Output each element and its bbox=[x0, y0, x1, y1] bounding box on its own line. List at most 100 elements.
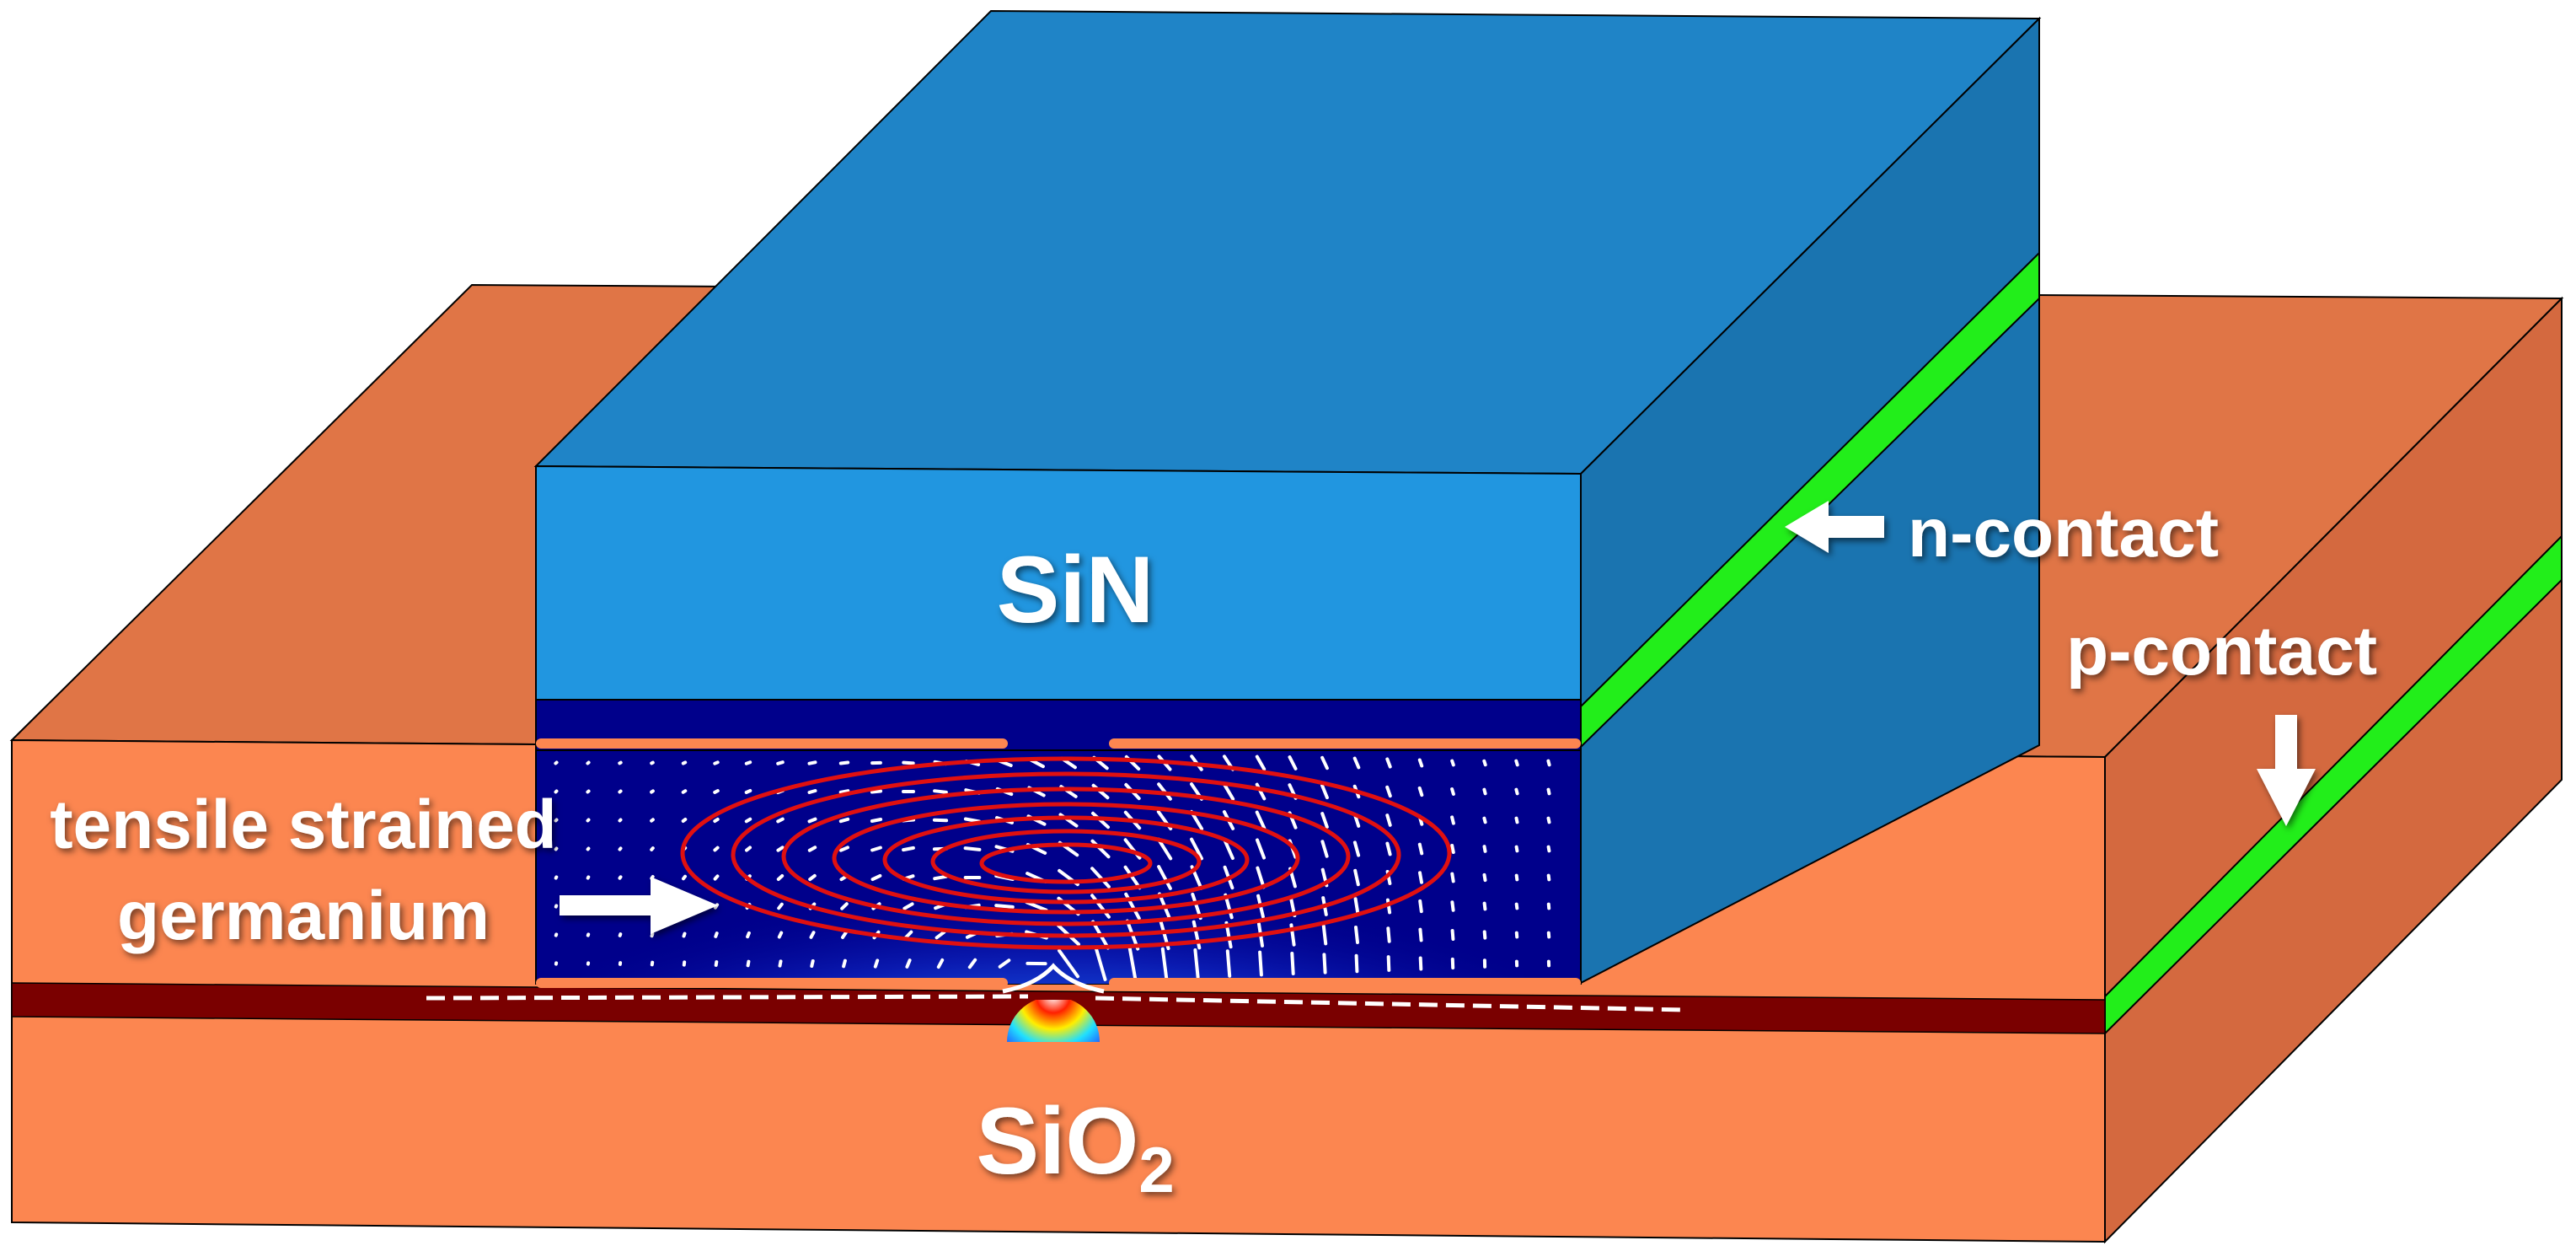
field-vector bbox=[1320, 783, 1329, 800]
field-vector bbox=[554, 818, 559, 823]
field-vector bbox=[902, 902, 914, 910]
field-vector bbox=[650, 932, 655, 938]
field-vector bbox=[1157, 865, 1172, 890]
field-vector bbox=[873, 958, 880, 969]
field-vector bbox=[1025, 900, 1048, 912]
field-vector bbox=[650, 789, 655, 794]
field-vector bbox=[842, 958, 847, 969]
field-vector bbox=[1482, 787, 1487, 796]
field-vector bbox=[714, 932, 719, 938]
field-vector bbox=[618, 760, 623, 765]
field-vector bbox=[586, 760, 591, 765]
field-vector bbox=[713, 846, 720, 852]
field-vector bbox=[1386, 926, 1391, 943]
field-vector bbox=[933, 874, 948, 881]
field-vector bbox=[1546, 787, 1551, 796]
field-vector bbox=[902, 846, 915, 852]
field-vector bbox=[838, 789, 850, 794]
field-vector bbox=[777, 902, 784, 910]
field-vector bbox=[744, 760, 752, 765]
germanium-label-line1: tensile strained bbox=[50, 787, 557, 863]
field-vector bbox=[840, 902, 849, 910]
n-contact-label: n-contact bbox=[1908, 495, 2219, 572]
field-vector bbox=[1482, 930, 1487, 940]
field-vector bbox=[807, 789, 817, 794]
field-vector bbox=[682, 874, 687, 881]
field-vector bbox=[1546, 759, 1551, 767]
field-vector bbox=[1352, 756, 1361, 770]
germanium-label-line2: germanium bbox=[117, 878, 490, 954]
field-vector bbox=[776, 874, 785, 881]
field-vector bbox=[681, 789, 688, 794]
field-vector bbox=[682, 932, 687, 938]
field-vector bbox=[1354, 953, 1359, 974]
field-vector bbox=[870, 818, 883, 823]
field-vector bbox=[1223, 837, 1234, 861]
field-vector bbox=[1094, 946, 1107, 981]
field-vector bbox=[746, 959, 751, 968]
field-vector bbox=[1546, 845, 1551, 853]
field-vector bbox=[963, 846, 982, 851]
field-vector bbox=[1258, 950, 1263, 977]
field-vector bbox=[810, 959, 815, 968]
field-vector bbox=[1450, 872, 1455, 883]
field-vector bbox=[713, 874, 720, 881]
field-vector bbox=[935, 930, 946, 940]
field-vector bbox=[1354, 926, 1359, 944]
field-vector bbox=[1322, 953, 1327, 974]
field-vector bbox=[1514, 902, 1519, 910]
field-vector bbox=[713, 817, 720, 824]
field-vector bbox=[554, 760, 559, 765]
field-vector bbox=[1255, 754, 1267, 771]
field-vector bbox=[1352, 840, 1361, 857]
field-vector bbox=[839, 846, 849, 852]
field-vector bbox=[1386, 955, 1391, 972]
field-vector bbox=[776, 760, 785, 765]
field-vector bbox=[994, 904, 1015, 909]
field-vector bbox=[1514, 816, 1519, 824]
field-vector bbox=[808, 873, 817, 882]
top-electrode-right bbox=[1109, 738, 1581, 749]
field-vector bbox=[1482, 901, 1487, 911]
field-vector bbox=[902, 760, 915, 765]
field-vector bbox=[1320, 755, 1329, 770]
field-vector bbox=[807, 846, 817, 852]
field-vector bbox=[1418, 871, 1423, 884]
field-vector bbox=[1320, 812, 1329, 829]
field-vector bbox=[1321, 924, 1328, 946]
sio2-label: SiO2 bbox=[976, 1088, 1174, 1206]
field-vector bbox=[967, 958, 977, 969]
field-vector bbox=[1546, 873, 1551, 882]
field-vector bbox=[776, 846, 785, 852]
field-vector bbox=[1417, 842, 1424, 856]
field-vector bbox=[936, 958, 945, 969]
sio2-label-base: SiO bbox=[976, 1088, 1138, 1194]
field-vector bbox=[744, 817, 752, 824]
arrow-left-icon bbox=[1785, 501, 1884, 553]
field-vector bbox=[1417, 786, 1424, 797]
field-vector bbox=[932, 818, 949, 823]
field-vector bbox=[1123, 865, 1142, 890]
field-vector bbox=[1546, 816, 1551, 824]
field-vector bbox=[1482, 759, 1487, 767]
field-vector bbox=[807, 817, 817, 824]
field-vector bbox=[809, 931, 816, 939]
field-vector bbox=[1385, 813, 1392, 827]
field-vector bbox=[1127, 946, 1138, 981]
field-vector bbox=[1222, 782, 1235, 801]
field-vector bbox=[1418, 956, 1423, 971]
field-vector bbox=[838, 817, 850, 824]
field-vector bbox=[1482, 816, 1487, 824]
field-vector bbox=[841, 931, 848, 939]
field-vector bbox=[650, 846, 655, 851]
germanium-region bbox=[535, 699, 1582, 994]
field-vector bbox=[745, 846, 752, 852]
field-vector bbox=[746, 931, 751, 939]
field-vector bbox=[776, 817, 785, 824]
field-vector bbox=[618, 846, 623, 851]
field-vector bbox=[1450, 929, 1455, 941]
bottom-electrode-right bbox=[1109, 978, 1581, 988]
field-vector bbox=[933, 789, 948, 794]
field-vector bbox=[586, 846, 591, 851]
